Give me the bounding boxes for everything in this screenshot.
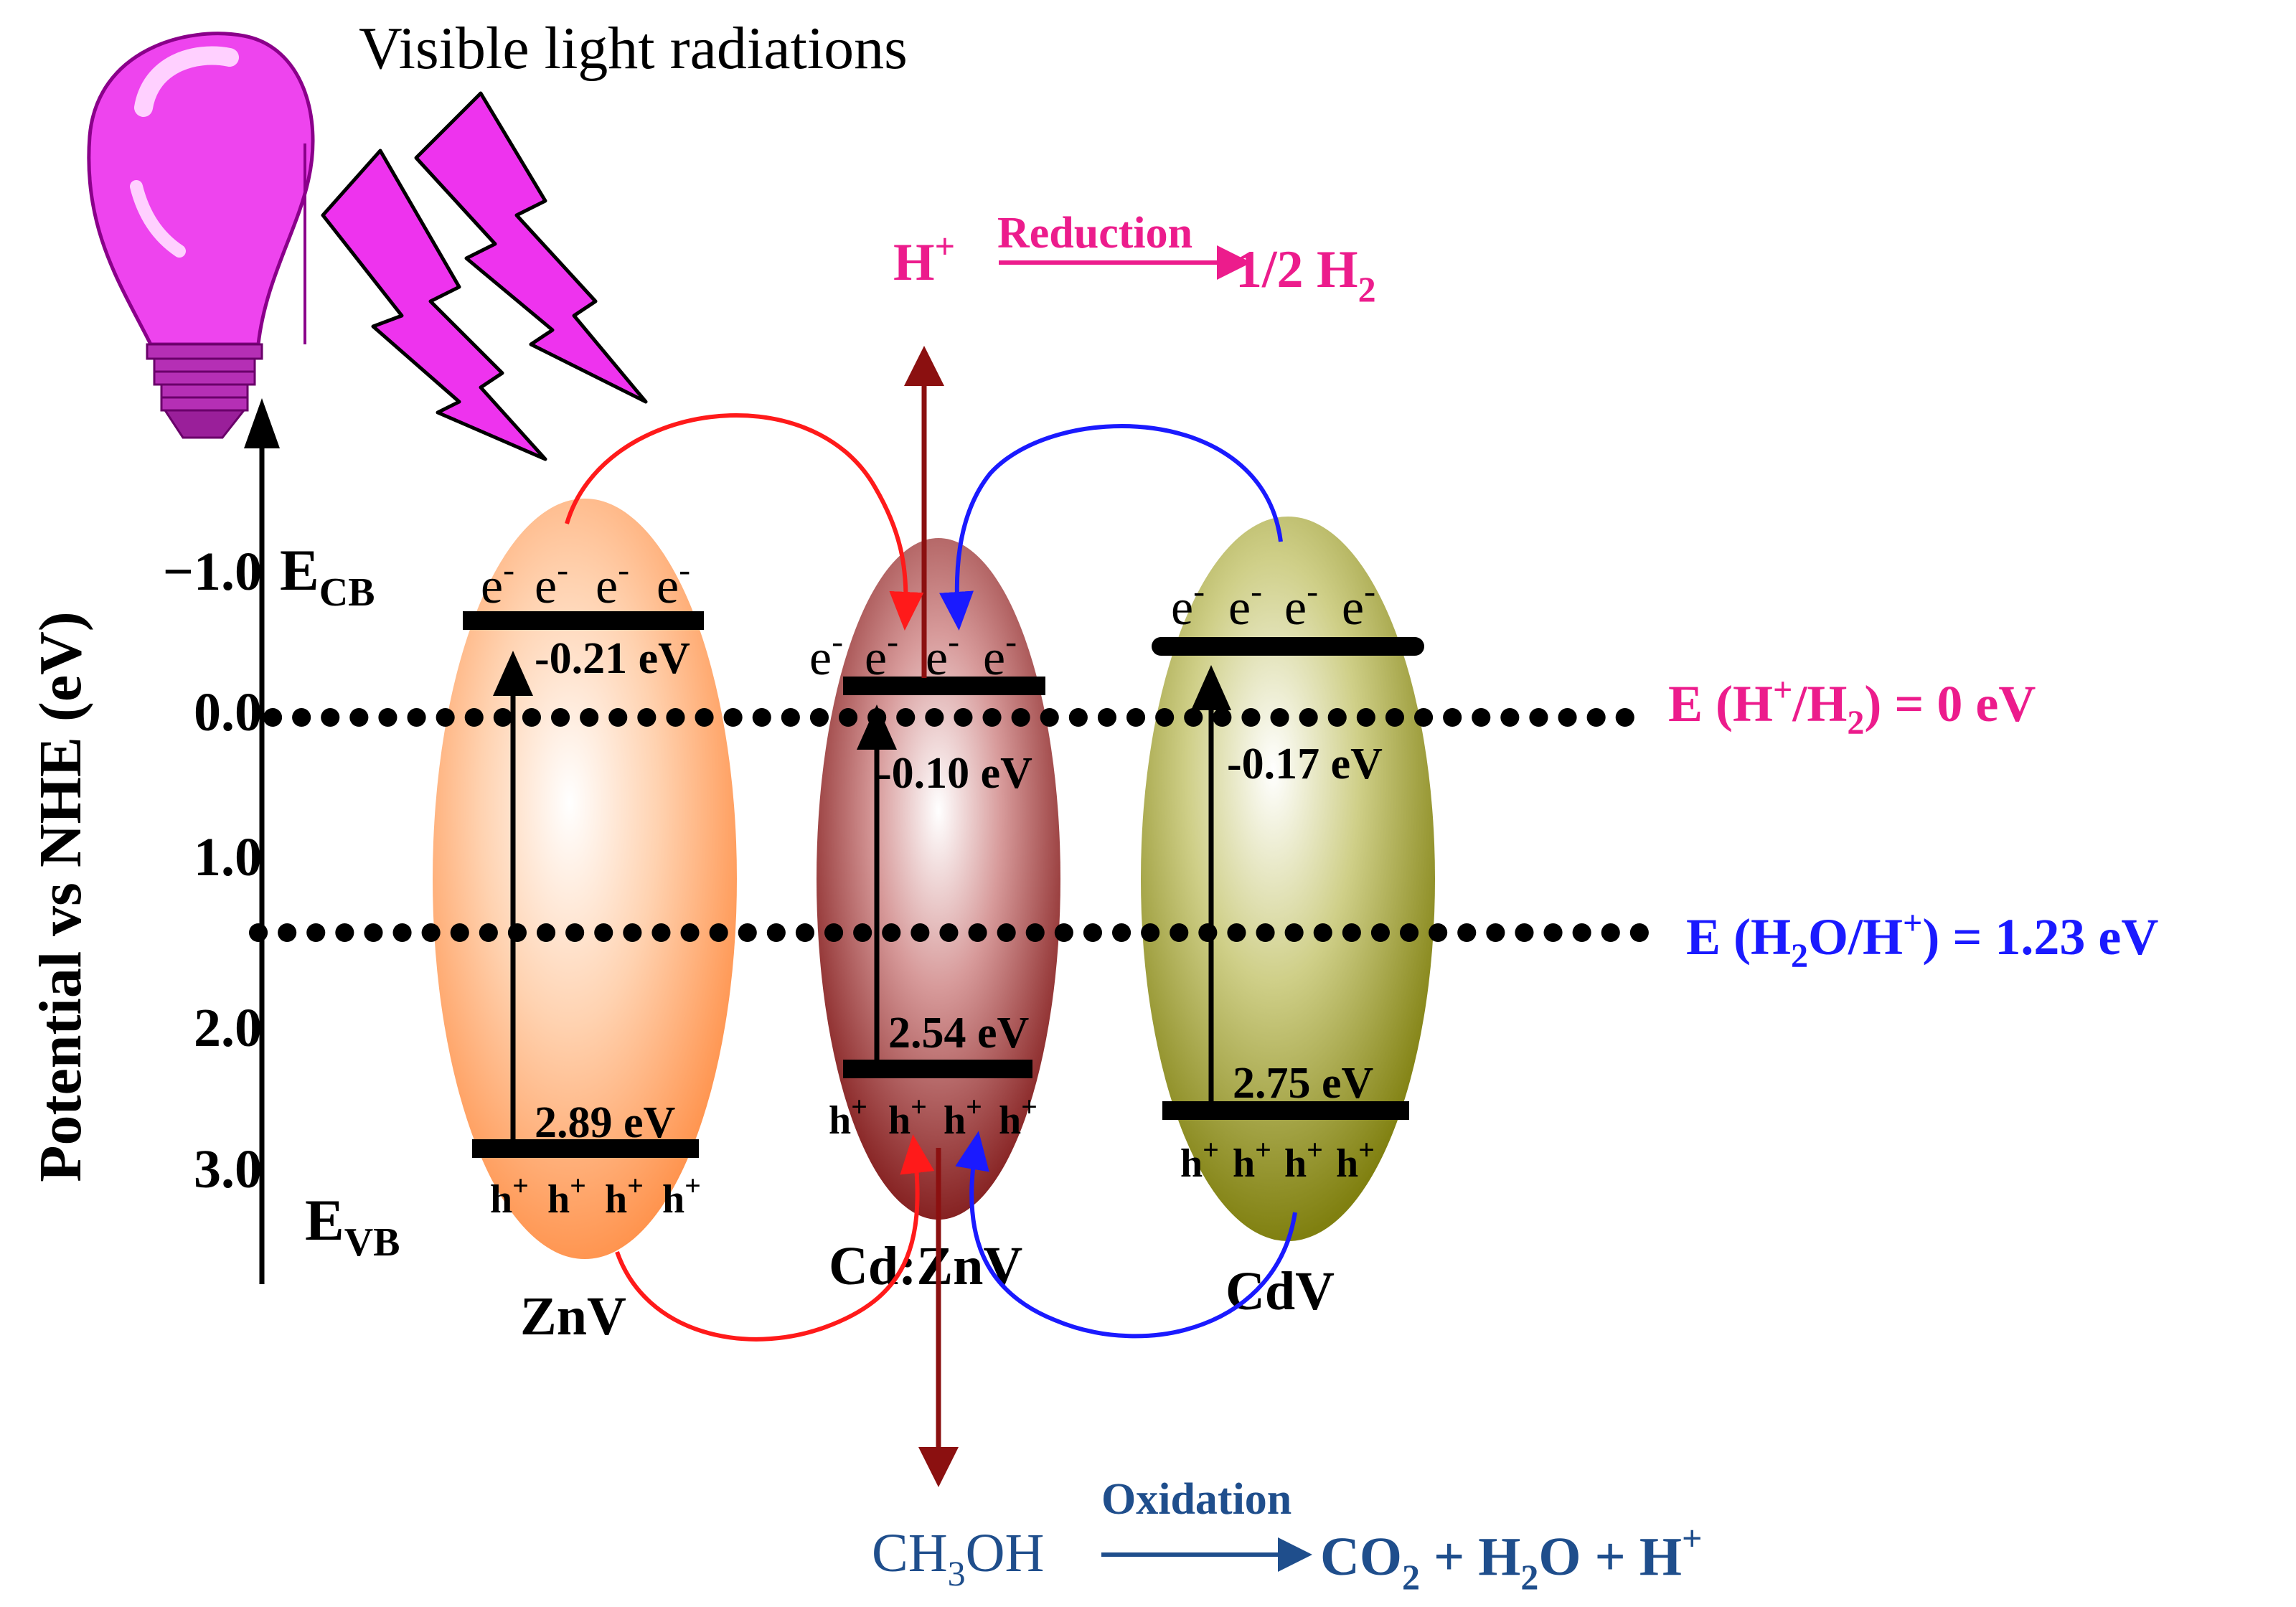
reduction-reactant: H+ <box>893 226 955 292</box>
znv-vb-energy: 2.89 eV <box>535 1098 676 1147</box>
hole-label: h+ <box>999 1090 1038 1143</box>
lightning-bolt-icon <box>321 149 547 461</box>
cdv-hole-transfer-arrow <box>955 1131 1297 1339</box>
cdznv-cb-bar <box>843 677 1045 695</box>
hole-label: h+ <box>829 1090 867 1143</box>
hole-label: h+ <box>490 1169 529 1222</box>
electron-label: e- <box>596 551 629 614</box>
electron-label: e- <box>535 551 568 614</box>
cdv-electron-transfer-arrow <box>939 424 1283 631</box>
cdv-electrons: e- e- e- e- <box>1171 572 1375 636</box>
electron-label: e- <box>926 623 959 686</box>
electron-label: e- <box>983 623 1017 686</box>
znv-vb-bar <box>472 1139 699 1158</box>
cdv-cb-bar <box>1152 637 1424 656</box>
electron-label: e- <box>1228 572 1262 636</box>
znv-electron-transfer-arrow <box>565 413 924 631</box>
axis-arrowhead <box>244 398 280 448</box>
cdv-vb-energy: 2.75 eV <box>1233 1059 1374 1108</box>
cdznv-label: Cd:ZnV <box>829 1236 1022 1296</box>
znv-electrons: e- e- e- e- <box>481 551 690 614</box>
znv-label: ZnV <box>520 1286 626 1347</box>
znv-holes: h+ h+ h+ h+ <box>490 1169 701 1222</box>
lightning-bolt-icon <box>414 91 648 404</box>
cdznv-vb-bar <box>843 1060 1032 1078</box>
hole-label: h+ <box>888 1090 927 1143</box>
hole-label: h+ <box>547 1169 586 1222</box>
znv-hole-transfer-arrow <box>615 1134 935 1342</box>
axis-tick-label: −1.0 <box>163 542 262 602</box>
cdznv-electrons: e- e- e- e- <box>809 623 1017 686</box>
hole-label: h+ <box>1180 1134 1219 1186</box>
reduction-product: 1/2 H2 <box>1236 240 1376 309</box>
water-potential-label: E (H2O/H+) = 1.23 eV <box>1686 904 2158 975</box>
electron-label: e- <box>481 551 514 614</box>
cdv-label: CdV <box>1225 1261 1335 1321</box>
electron-label: e- <box>657 551 690 614</box>
hole-label: h+ <box>1336 1134 1375 1186</box>
electron-label: e- <box>1284 572 1318 636</box>
cdznv-holes: h+ h+ h+ h+ <box>829 1090 1038 1143</box>
electron-label: e- <box>1171 572 1205 636</box>
axis-tick-label: 1.0 <box>194 827 262 887</box>
axis-label: Potential vs NHE (eV) <box>27 611 94 1182</box>
cdv-vb-bar <box>1162 1101 1409 1120</box>
ecb-label: ECB <box>280 537 375 615</box>
hole-label: h+ <box>605 1169 644 1222</box>
cdv-holes: h+ h+ h+ h+ <box>1180 1134 1375 1186</box>
reduction-process-label: Reduction <box>997 209 1192 258</box>
hole-label: h+ <box>662 1169 701 1222</box>
hole-label: h+ <box>1233 1134 1271 1186</box>
electron-label: e- <box>1342 572 1375 636</box>
evb-label: EVB <box>305 1187 400 1265</box>
hydrogen-potential-label: E (H+/H2) = 0 eV <box>1668 671 2036 742</box>
diagram-title: Visible light radiations <box>359 15 908 82</box>
oxidation-product: CO2 + H2O + H+ <box>1320 1518 1702 1597</box>
hole-label: h+ <box>1284 1134 1323 1186</box>
axis-tick-label: 2.0 <box>194 998 262 1058</box>
oxidation-process-label: Oxidation <box>1101 1475 1292 1524</box>
oxidation-reactant: CH3OH <box>872 1523 1044 1593</box>
axis-tick-label: 0.0 <box>194 682 262 743</box>
axis-tick-label: 3.0 <box>194 1139 262 1200</box>
electron-label: e- <box>865 623 898 686</box>
light-bulb-icon <box>87 32 315 439</box>
cdznv-cb-energy: -0.10 eV <box>877 749 1032 798</box>
znv-cb-energy: -0.21 eV <box>535 634 690 683</box>
cdznv-vb-energy: 2.54 eV <box>888 1009 1030 1057</box>
cdv-cb-energy: -0.17 eV <box>1227 740 1383 788</box>
electron-label: e- <box>809 623 843 686</box>
znv-cb-bar <box>463 611 704 630</box>
